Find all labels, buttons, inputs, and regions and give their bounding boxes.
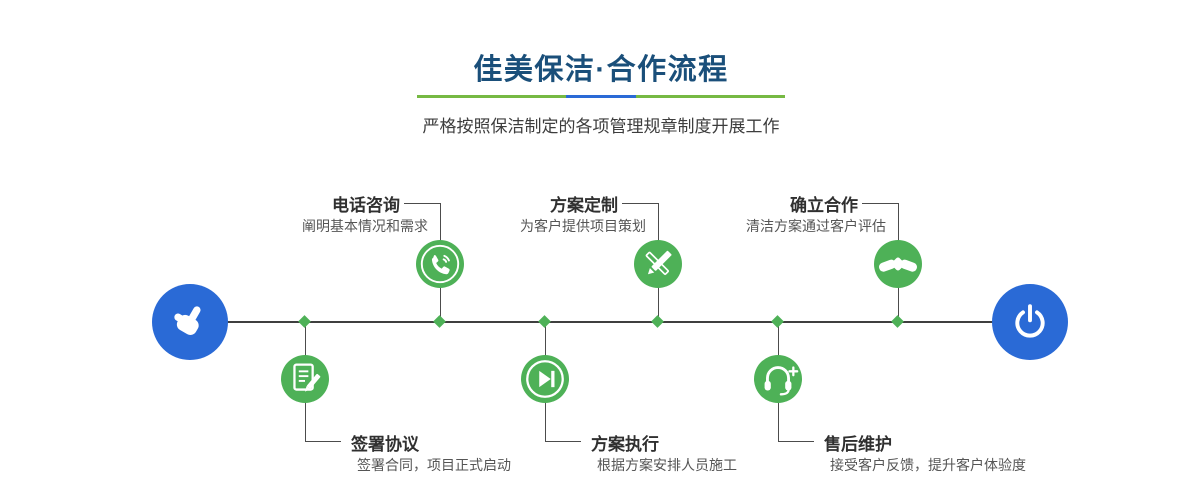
timeline-line xyxy=(190,321,1030,323)
step-desc: 为客户提供项目策划 xyxy=(520,218,646,234)
step-desc: 阐明基本情况和需求 xyxy=(302,218,428,234)
step-label: 确立合作 xyxy=(790,196,858,215)
timeline-marker xyxy=(433,315,446,328)
connector-tick xyxy=(545,441,581,442)
contract-icon xyxy=(293,363,321,392)
timeline-marker xyxy=(298,315,311,328)
step-node xyxy=(416,240,464,288)
connector-tick xyxy=(404,203,440,204)
connector-tick xyxy=(305,441,341,442)
page-title: 佳美保洁·合作流程 xyxy=(473,54,729,86)
step-node xyxy=(754,355,802,403)
timeline-marker xyxy=(771,315,784,328)
connector-tick xyxy=(778,441,814,442)
step-node xyxy=(521,355,569,403)
divider-segment-green xyxy=(417,95,566,98)
step-desc: 签署合同，项目正式启动 xyxy=(357,457,511,473)
connector-tick xyxy=(622,203,658,204)
step-node xyxy=(281,355,329,403)
step-desc: 清洁方案通过客户评估 xyxy=(746,218,886,234)
title-divider xyxy=(417,95,785,98)
hand-pointer-icon xyxy=(174,306,201,336)
start-node xyxy=(152,284,228,360)
design-tools-icon xyxy=(645,250,672,275)
phone-icon xyxy=(420,244,460,284)
power-icon xyxy=(1015,304,1045,338)
step-label: 售后维护 xyxy=(824,435,892,454)
timeline-marker xyxy=(651,315,664,328)
step-label: 电话咨询 xyxy=(332,196,400,215)
headset-icon xyxy=(764,366,799,396)
step-label: 方案定制 xyxy=(550,196,618,215)
step-desc: 接受客户反馈，提升客户体验度 xyxy=(830,457,1026,473)
step-label: 签署协议 xyxy=(351,435,419,454)
step-label: 方案执行 xyxy=(591,435,659,454)
step-node xyxy=(874,240,922,288)
step-desc: 根据方案安排人员施工 xyxy=(597,457,737,473)
timeline-marker xyxy=(891,315,904,328)
connector-tick xyxy=(862,203,898,204)
handshake-icon xyxy=(879,257,917,272)
divider-segment-green xyxy=(636,95,785,98)
divider-segment-blue xyxy=(566,95,636,98)
execute-icon xyxy=(526,360,564,398)
page-subtitle: 严格按照保洁制定的各项管理规章制度开展工作 xyxy=(422,117,780,136)
timeline-marker xyxy=(538,315,551,328)
step-node xyxy=(634,240,682,288)
end-node xyxy=(992,284,1068,360)
